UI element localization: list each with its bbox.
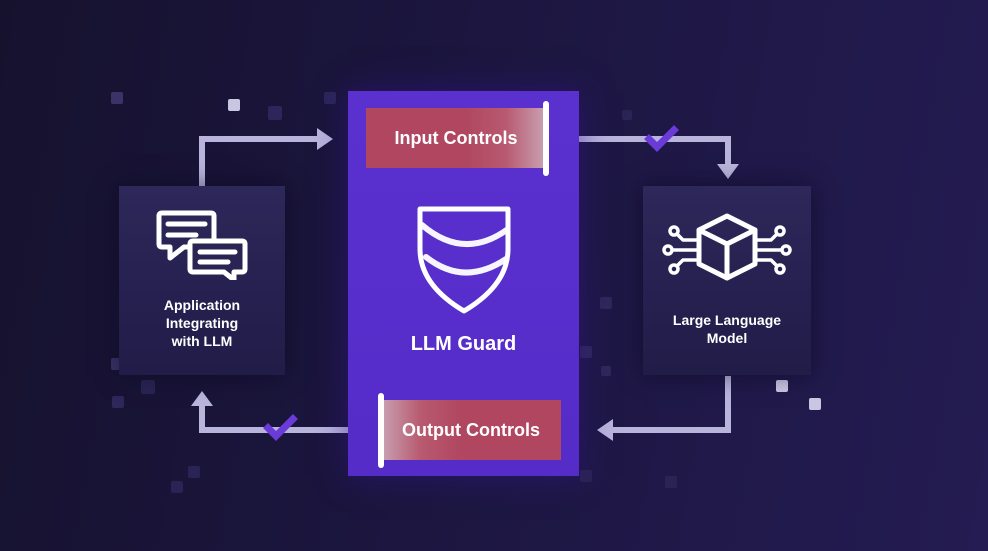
decor-square xyxy=(580,470,592,482)
input-controls-label: Input Controls xyxy=(394,127,518,148)
model-label-line-1: Large Language xyxy=(672,312,782,328)
decor-square xyxy=(776,380,788,392)
decor-square xyxy=(324,92,336,104)
output-controls-label: Output Controls xyxy=(402,419,540,440)
decor-square xyxy=(601,366,611,376)
model-panel: Large Language Model xyxy=(643,186,811,375)
arrowhead-up xyxy=(191,391,213,406)
shield-icon xyxy=(417,206,511,314)
decor-square xyxy=(171,481,183,493)
output-controls: Output Controls xyxy=(381,400,561,460)
decor-square xyxy=(622,110,632,120)
arrowhead-right xyxy=(317,128,333,150)
arrow-input-to-model xyxy=(562,136,731,165)
input-controls-marker xyxy=(543,101,549,176)
cube-circuit-icon xyxy=(662,213,792,281)
arrowhead-down xyxy=(717,164,739,179)
decor-square xyxy=(112,396,124,408)
input-controls: Input Controls xyxy=(366,108,546,168)
application-label-line-2: Integrating xyxy=(165,315,239,331)
arrow-app-to-input xyxy=(199,136,318,186)
decor-square xyxy=(600,297,612,309)
checkmark-icon xyxy=(263,414,298,441)
decor-square xyxy=(111,92,123,104)
decor-square xyxy=(228,99,240,111)
decor-square xyxy=(188,466,200,478)
application-label-line-3: with LLM xyxy=(171,333,233,349)
application-label-line-1: Application xyxy=(163,297,241,313)
arrow-model-to-output xyxy=(612,376,731,433)
decor-square xyxy=(141,380,155,394)
model-label-line-2: Model xyxy=(706,330,748,346)
decor-square xyxy=(580,346,592,358)
output-controls-marker xyxy=(378,393,384,468)
arrow-output-to-app xyxy=(199,405,366,433)
decor-square xyxy=(809,398,821,410)
chat-bubbles-icon xyxy=(156,210,248,280)
decor-square xyxy=(268,106,282,120)
llm-guard-title: LLM Guard xyxy=(410,333,517,355)
checkmark-icon xyxy=(644,125,679,152)
decor-square xyxy=(665,476,677,488)
application-panel: Application Integrating with LLM xyxy=(119,186,285,375)
arrowhead-left xyxy=(597,419,613,441)
llm-guard-panel: Input Controls LLM Guard Output Controls xyxy=(348,91,579,476)
